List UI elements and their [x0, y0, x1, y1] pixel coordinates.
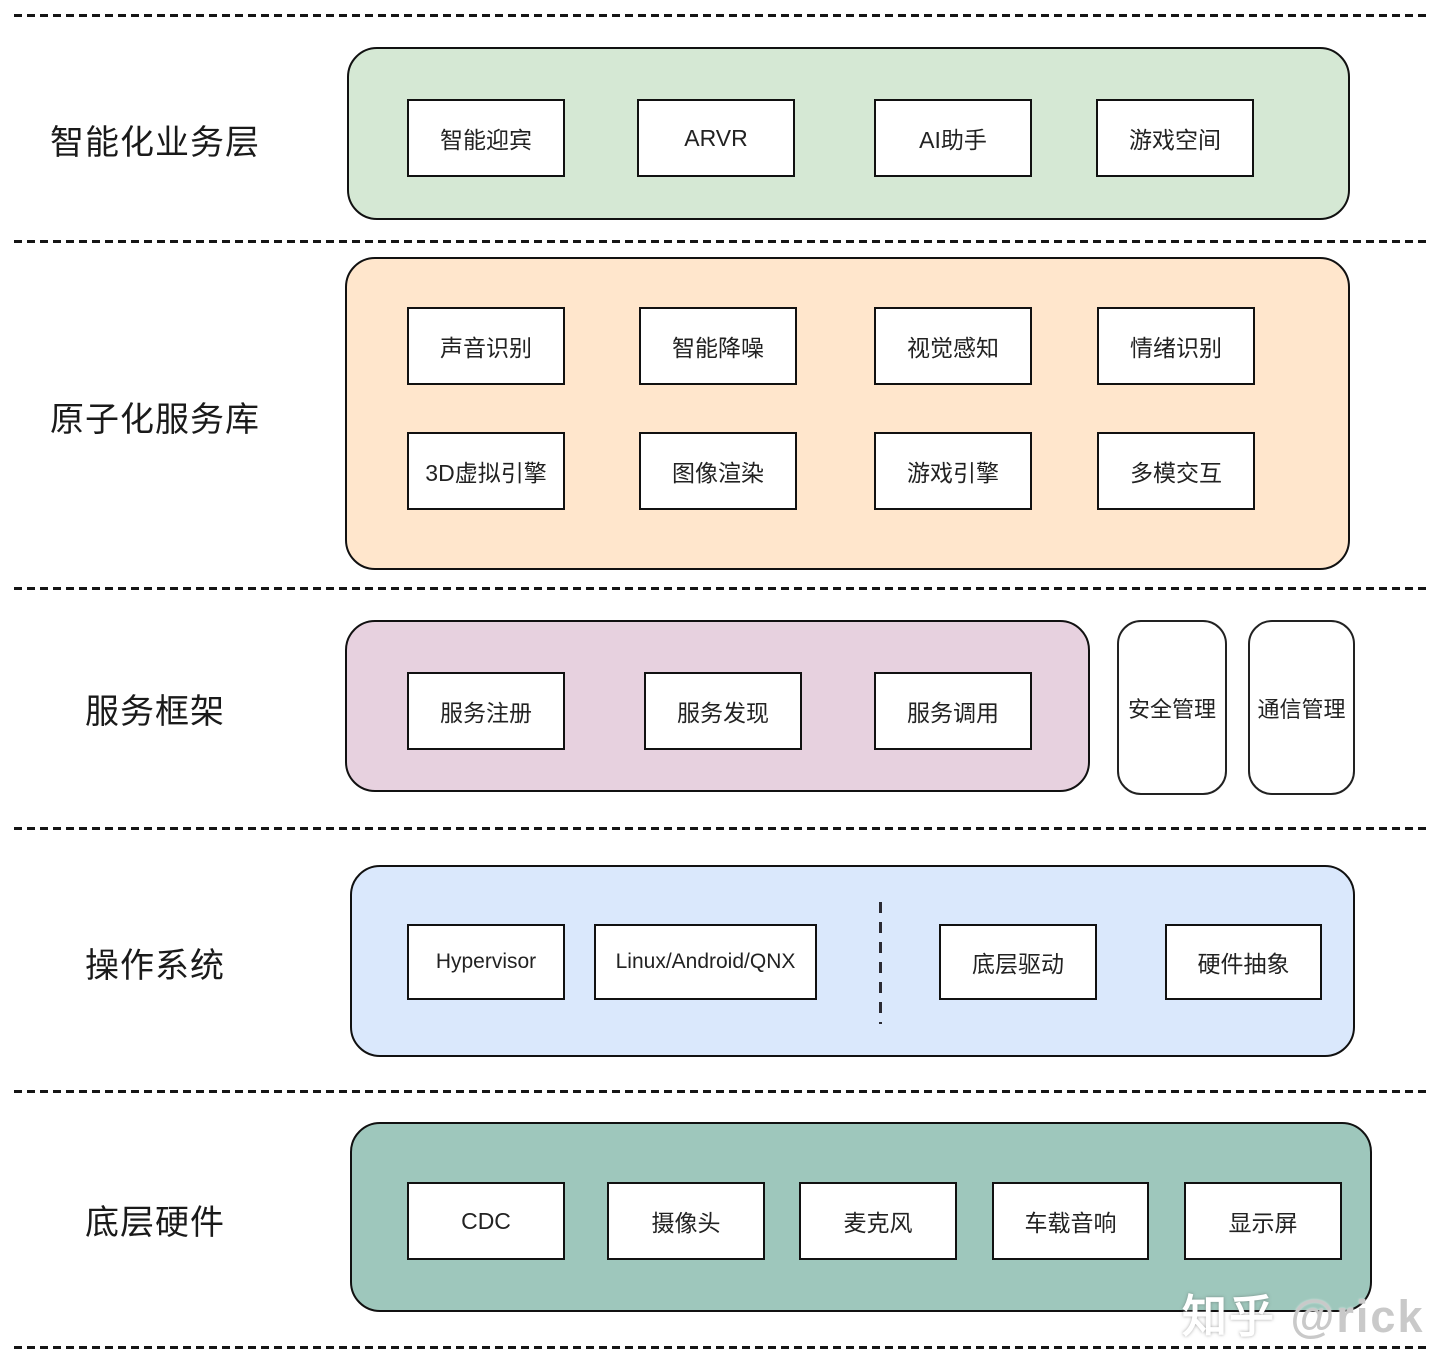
node-emotion-recognition: 情绪识别 — [1097, 307, 1255, 385]
node-linux-android-qnx: Linux/Android/QNX — [594, 924, 817, 1000]
zhihu-logo-text: 知乎 — [1182, 1291, 1277, 1342]
dashed-separator — [14, 1090, 1428, 1093]
node-voice-recognition: 声音识别 — [407, 307, 565, 385]
node-service-invocation: 服务调用 — [874, 672, 1032, 750]
zhihu-watermark: 知乎 @rick — [1182, 1280, 1424, 1345]
node-car-audio: 车载音响 — [992, 1182, 1149, 1260]
node-security-management: 安全管理 — [1117, 620, 1227, 795]
node-display-screen: 显示屏 — [1184, 1182, 1342, 1260]
node-game-engine: 游戏引擎 — [874, 432, 1032, 510]
dashed-separator — [14, 587, 1428, 590]
layer-container-atomic-services: 声音识别 智能降噪 视觉感知 情绪识别 3D虚拟引擎 图像渲染 游戏引擎 多模交… — [345, 257, 1350, 570]
node-ai-assistant: AI助手 — [874, 99, 1032, 177]
dashed-separator — [14, 14, 1428, 17]
watermark-handle: @rick — [1290, 1291, 1425, 1342]
layer-container-service-framework: 服务注册 服务发现 服务调用 — [345, 620, 1090, 792]
layer-label-service-framework: 服务框架 — [85, 693, 225, 731]
layer-container-business: 智能迎宾 ARVR AI助手 游戏空间 — [347, 47, 1350, 220]
node-game-space: 游戏空间 — [1096, 99, 1254, 177]
node-3d-virtual-engine: 3D虚拟引擎 — [407, 432, 565, 510]
node-intelligent-welcome: 智能迎宾 — [407, 99, 565, 177]
node-arvr: ARVR — [637, 99, 795, 177]
node-microphone: 麦克风 — [799, 1182, 957, 1260]
node-hardware-abstraction: 硬件抽象 — [1165, 924, 1322, 1000]
dashed-separator — [14, 1346, 1428, 1349]
node-cdc: CDC — [407, 1182, 565, 1260]
layer-container-operating-system: Hypervisor Linux/Android/QNX 底层驱动 硬件抽象 — [350, 865, 1355, 1057]
layer-label-hardware: 底层硬件 — [85, 1204, 225, 1242]
node-visual-perception: 视觉感知 — [874, 307, 1032, 385]
dashed-separator — [14, 827, 1428, 830]
dashed-separator — [14, 240, 1428, 243]
node-service-registry: 服务注册 — [407, 672, 565, 750]
layer-label-operating-system: 操作系统 — [85, 947, 225, 985]
node-low-level-driver: 底层驱动 — [939, 924, 1097, 1000]
layer-label-business: 智能化业务层 — [50, 124, 260, 162]
node-hypervisor: Hypervisor — [407, 924, 565, 1000]
node-communication-management: 通信管理 — [1248, 620, 1355, 795]
layer-label-atomic-services: 原子化服务库 — [50, 401, 260, 439]
layer-container-hardware: CDC 摄像头 麦克风 车载音响 显示屏 — [350, 1122, 1372, 1312]
node-multimodal-interaction: 多模交互 — [1097, 432, 1255, 510]
node-noise-reduction: 智能降噪 — [639, 307, 797, 385]
node-camera: 摄像头 — [607, 1182, 765, 1260]
os-dashed-divider — [879, 902, 882, 1024]
node-service-discovery: 服务发现 — [644, 672, 802, 750]
node-image-rendering: 图像渲染 — [639, 432, 797, 510]
